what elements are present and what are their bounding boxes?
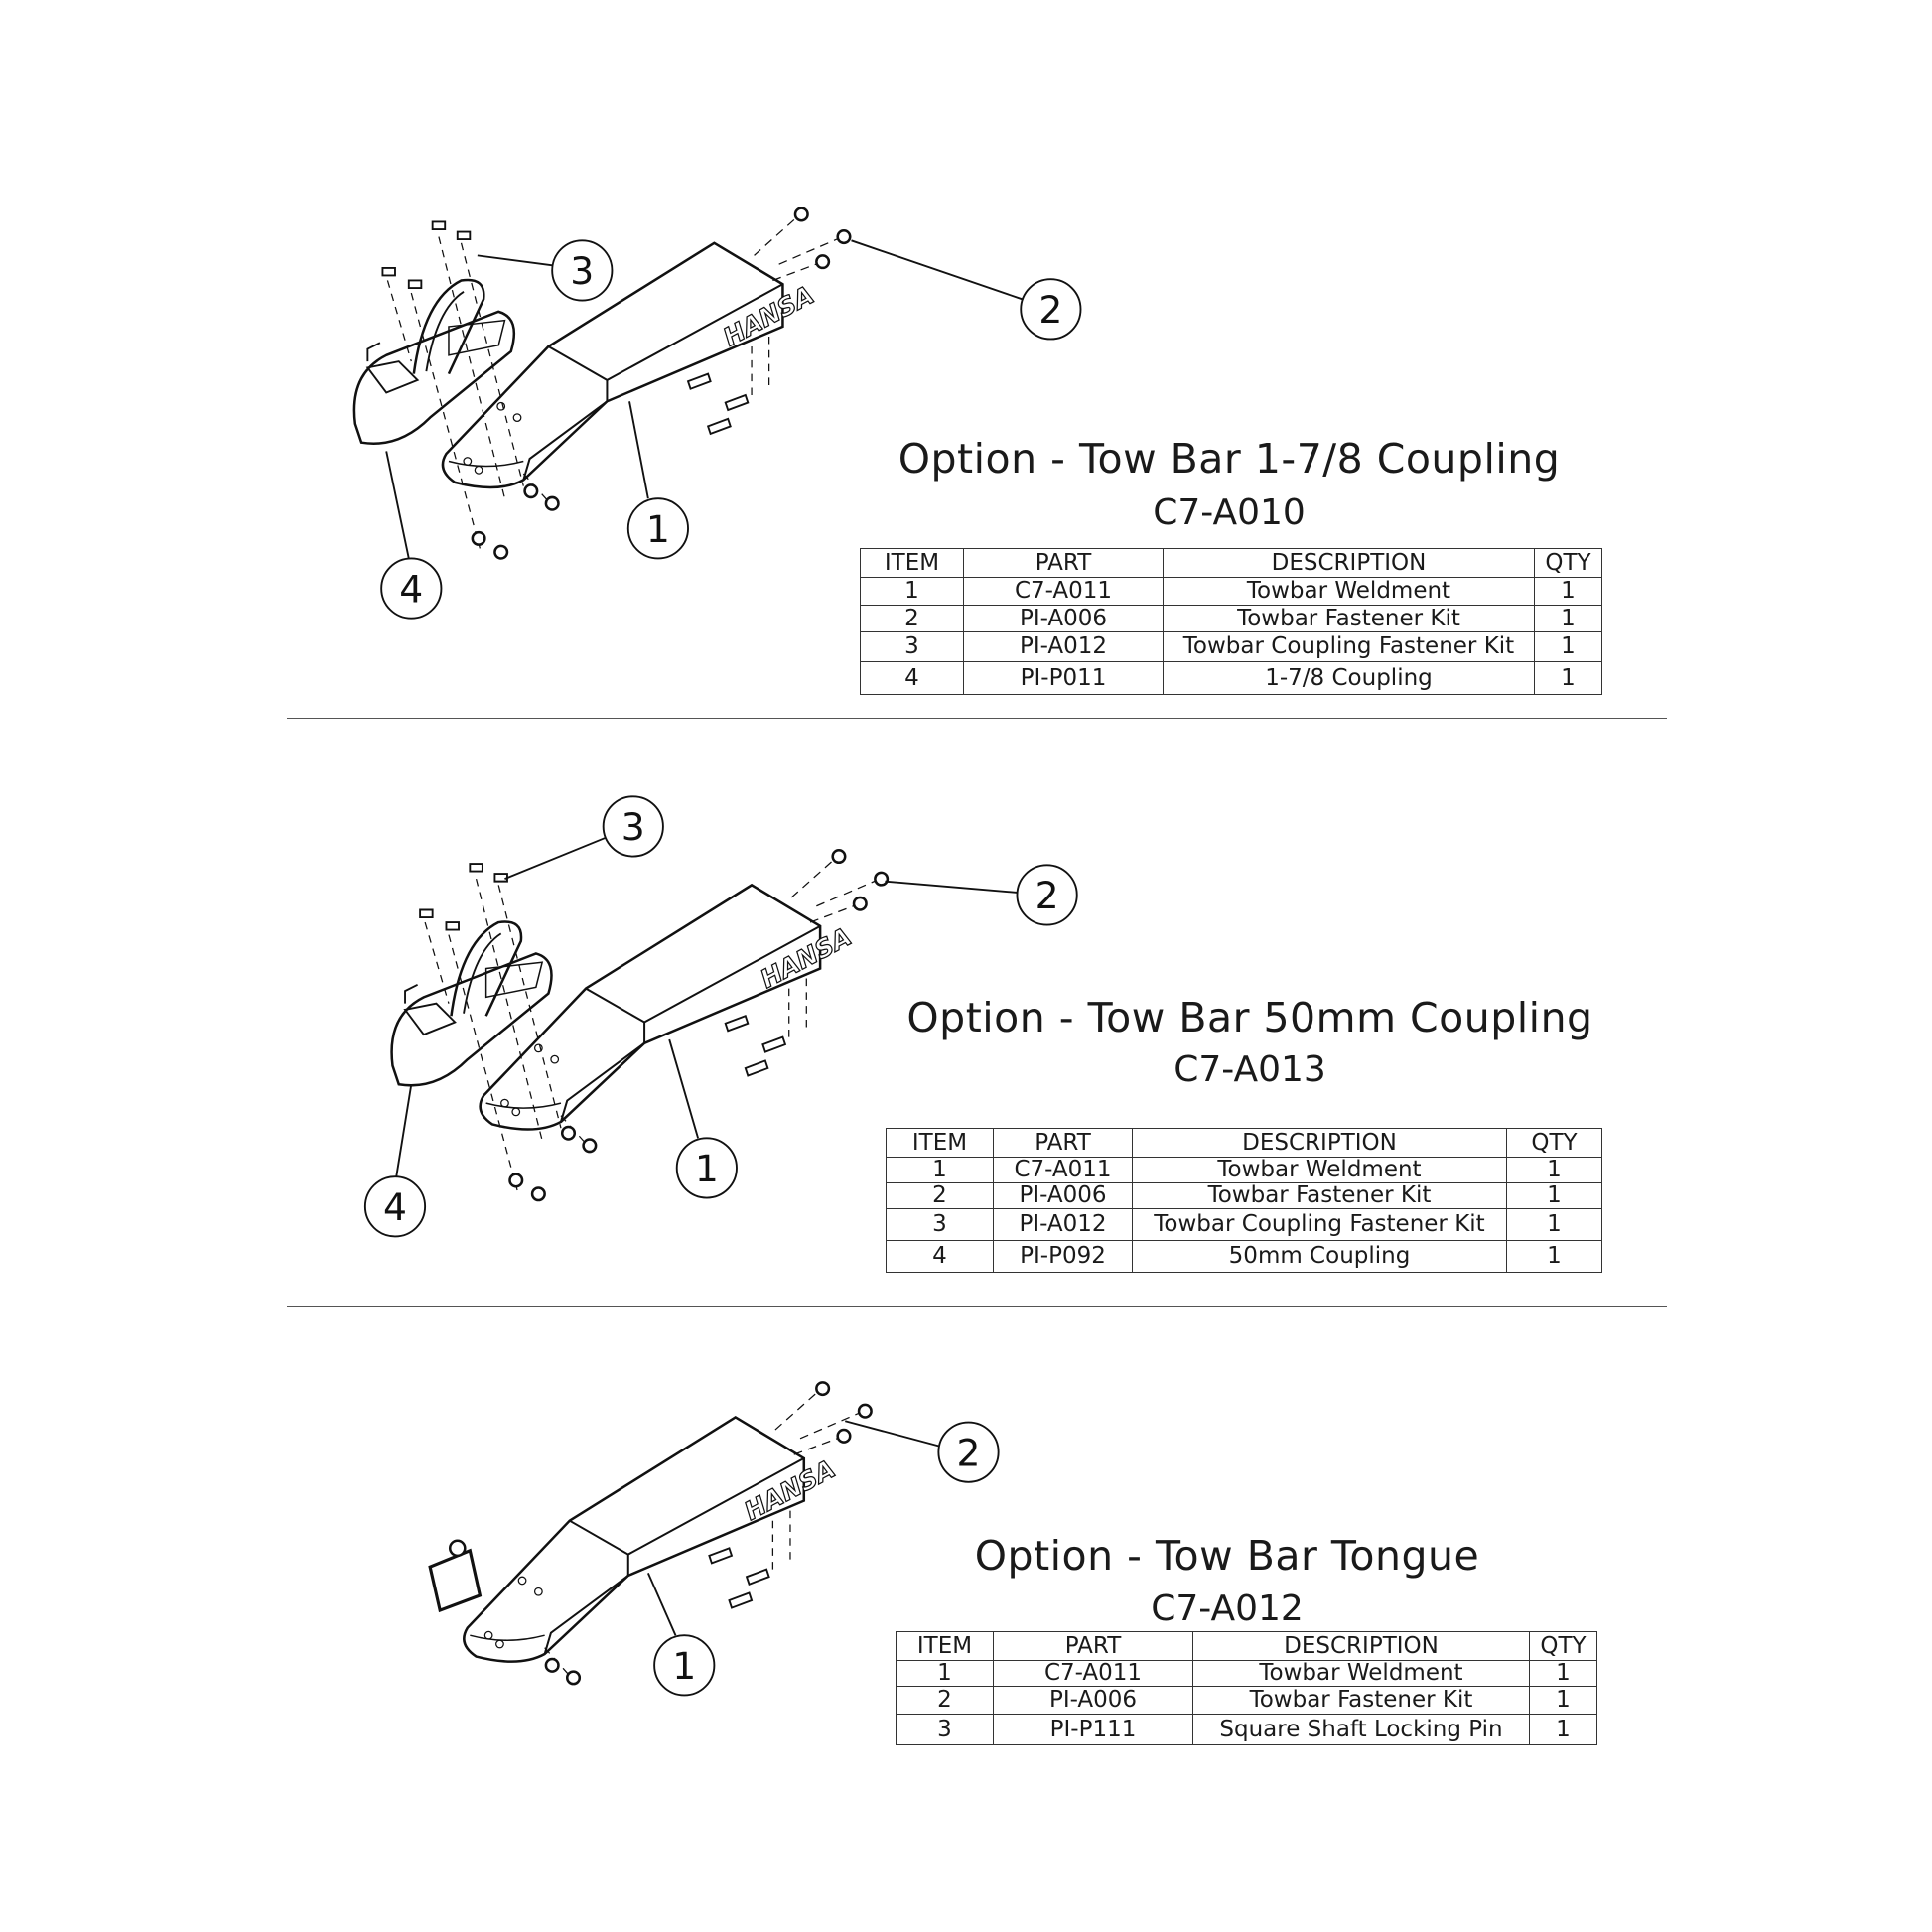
cell: 1	[886, 1157, 994, 1183]
cell: Towbar Fastener Kit	[1163, 605, 1535, 632]
cell: 4	[860, 661, 964, 695]
cell: PI-A012	[963, 631, 1164, 662]
cell: 3	[860, 631, 964, 662]
callout-2: 2	[1038, 288, 1062, 332]
section-title: Option - Tow Bar 50mm Coupling	[906, 994, 1593, 1041]
header-description: DESCRIPTION	[1132, 1128, 1507, 1158]
cell: Towbar Fastener Kit	[1192, 1686, 1530, 1715]
header-item: ITEM	[896, 1631, 994, 1661]
cell: 2	[860, 605, 964, 632]
towbar-50mm-coupling-drawing: HANSA	[390, 848, 890, 1202]
callout-1: 1	[646, 507, 670, 551]
cell: 1	[1529, 1660, 1597, 1687]
callout-1: 1	[695, 1147, 719, 1190]
callout-3: 3	[570, 249, 594, 293]
cell: Towbar Weldment	[1192, 1660, 1530, 1687]
cell: 1	[1534, 577, 1602, 606]
header-qty: QTY	[1506, 1128, 1602, 1158]
callout-group-1: 1 2 3 4	[380, 239, 1082, 620]
cell: 1	[1506, 1240, 1602, 1273]
section-title: Option - Tow Bar Tongue	[974, 1532, 1480, 1580]
locking-pin	[428, 1548, 483, 1613]
assembly-code: C7-A012	[1151, 1588, 1304, 1629]
cell: Square Shaft Locking Pin	[1192, 1714, 1530, 1745]
cell: PI-A006	[963, 605, 1164, 632]
header-qty: QTY	[1534, 548, 1602, 578]
cell: 1	[1534, 631, 1602, 662]
cell: 2	[886, 1182, 994, 1209]
callout-2: 2	[1035, 874, 1059, 917]
cell: C7-A011	[963, 577, 1164, 606]
callout-2: 2	[957, 1431, 981, 1474]
header-item: ITEM	[860, 548, 964, 578]
cell: 1	[1534, 605, 1602, 632]
cell: Towbar Fastener Kit	[1132, 1182, 1507, 1209]
cell: 1	[1529, 1714, 1597, 1745]
section-divider	[287, 1306, 1667, 1307]
cell: PI-A006	[993, 1686, 1193, 1715]
cell: PI-P092	[993, 1240, 1133, 1273]
cell: 1	[1534, 661, 1602, 695]
cell: 1	[1506, 1157, 1602, 1183]
header-description: DESCRIPTION	[1192, 1631, 1530, 1661]
cell: Towbar Weldment	[1163, 577, 1535, 606]
callout-1: 1	[672, 1644, 696, 1688]
cell: 1-7/8 Coupling	[1163, 661, 1535, 695]
cell: 2	[896, 1686, 994, 1715]
cell: 1	[860, 577, 964, 606]
callout-4: 4	[399, 567, 423, 611]
cell: 1	[1506, 1182, 1602, 1209]
cell: C7-A011	[993, 1660, 1193, 1687]
cell: PI-P111	[993, 1714, 1193, 1745]
assembly-code: C7-A010	[1153, 492, 1306, 533]
cell: 1	[1529, 1686, 1597, 1715]
cell: C7-A011	[993, 1157, 1133, 1183]
callout-4: 4	[383, 1185, 407, 1229]
section-title: Option - Tow Bar 1-7/8 Coupling	[897, 435, 1561, 483]
cell: 1	[896, 1660, 994, 1687]
cell: PI-A012	[993, 1208, 1133, 1241]
cell: PI-P011	[963, 661, 1164, 695]
header-item: ITEM	[886, 1128, 994, 1158]
header-part: PART	[993, 1128, 1133, 1158]
callout-group-3: 1 2	[646, 1420, 1000, 1697]
header-part: PART	[963, 548, 1164, 578]
cell: PI-A006	[993, 1182, 1133, 1209]
section-divider	[287, 718, 1667, 719]
cell: 1	[1506, 1208, 1602, 1241]
cell: 4	[886, 1240, 994, 1273]
cell: 3	[896, 1714, 994, 1745]
cell: 50mm Coupling	[1132, 1240, 1507, 1273]
callout-group-2: 1 2 3 4	[363, 795, 1078, 1238]
towbar-tongue-drawing: HANSA	[428, 1381, 873, 1686]
assembly-code: C7-A013	[1173, 1049, 1326, 1090]
callout-3: 3	[621, 805, 645, 849]
header-description: DESCRIPTION	[1163, 548, 1535, 578]
header-qty: QTY	[1529, 1631, 1597, 1661]
cell: Towbar Coupling Fastener Kit	[1132, 1208, 1507, 1241]
header-part: PART	[993, 1631, 1193, 1661]
cell: Towbar Weldment	[1132, 1157, 1507, 1183]
cell: 3	[886, 1208, 994, 1241]
cell: Towbar Coupling Fastener Kit	[1163, 631, 1535, 662]
